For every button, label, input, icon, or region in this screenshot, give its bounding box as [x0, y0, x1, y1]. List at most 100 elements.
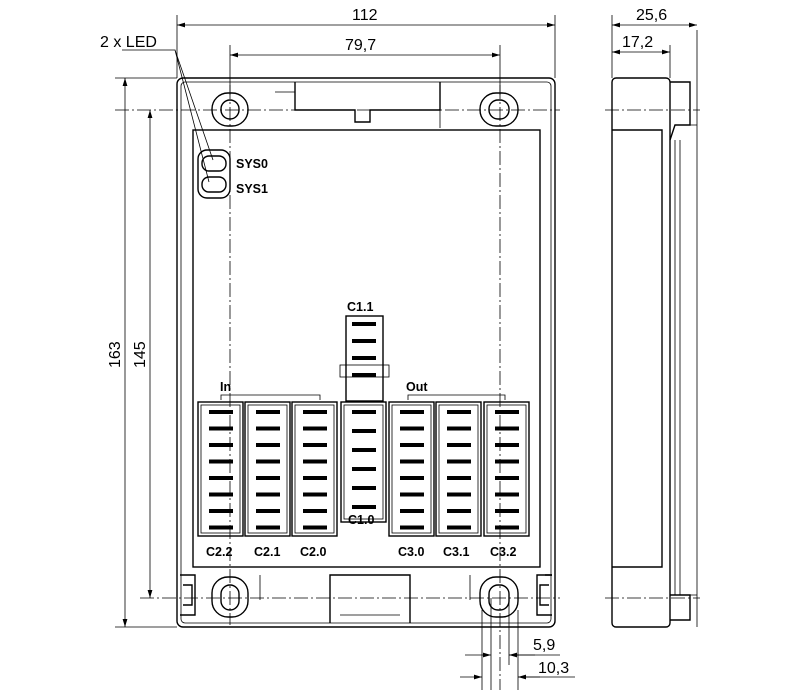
connector-pin-slot [447, 410, 471, 414]
connector-pin-slot [447, 443, 471, 447]
connector-c21-inner [247, 404, 288, 534]
connector-pin-slot [303, 443, 327, 447]
connector-pin-slot [209, 426, 233, 431]
led-callout: 2 x LED [100, 34, 157, 51]
connector-c11 [345, 315, 384, 402]
led-sys0 [201, 155, 227, 172]
dim-slot-width: 10,3 [538, 660, 569, 677]
connector-pin-slot [495, 459, 519, 464]
connector-pin-slot [400, 459, 424, 464]
connector-pin-slot [447, 426, 471, 431]
led-sys0-label: SYS0 [236, 157, 268, 171]
connector-pin-slot [495, 426, 519, 431]
front-view: SYS0 SYS1 2 x LED In Out C1.1 C1.0 C2.2 … [100, 34, 560, 690]
connector-pin-slot [400, 509, 424, 513]
connector-pin-slot [352, 410, 376, 414]
connector-pin-slot [209, 525, 233, 530]
connector-pin-slot [495, 525, 519, 530]
connector-c31 [435, 401, 482, 537]
connector-c30-inner [391, 404, 432, 534]
connector-pin-slot [352, 505, 376, 509]
group-out-label: Out [406, 380, 428, 394]
dim-hole-spacing: 79,7 [345, 37, 376, 54]
connector-pin-slot [209, 459, 233, 464]
connector-c22 [197, 401, 244, 537]
connector-pin-slot [256, 509, 280, 513]
connector-pin-slot [209, 410, 233, 414]
connector-pin-slot [352, 467, 376, 471]
mounting-hole-bottom-right [479, 574, 552, 618]
connector-pin-slot [495, 492, 519, 497]
connector-c20-inner [294, 404, 335, 534]
dim-hole-diameter: 5,9 [533, 637, 555, 654]
dim-width-total: 112 [352, 7, 378, 24]
dim-depth-total: 25,6 [636, 7, 667, 24]
connector-label-c31: C3.1 [443, 545, 469, 559]
connector-pin-slot [352, 429, 376, 433]
connector-pin-slot [495, 509, 519, 513]
group-in-label: In [220, 380, 231, 394]
connector-pin-slot [303, 476, 327, 480]
connector-pin-slot [447, 476, 471, 480]
connector-c32 [483, 401, 530, 537]
connector-pin-slot [256, 443, 280, 447]
connector-pin-slot [303, 426, 327, 431]
led-indicators: SYS0 SYS1 2 x LED [100, 34, 268, 199]
connector-pin-slot [352, 356, 376, 360]
connector-c31-inner [438, 404, 479, 534]
mounting-hole-bottom-left [180, 574, 552, 618]
dim-height-total: 163 [107, 341, 124, 368]
side-view [605, 30, 700, 628]
connector-pin-slot [352, 448, 376, 452]
dim-depth-front: 17,2 [622, 34, 653, 51]
connector-pin-slot [400, 410, 424, 414]
connector-pin-slot [352, 373, 376, 377]
connector-pin-slot [400, 426, 424, 431]
connector-label-c21: C2.1 [254, 545, 280, 559]
connector-pin-slot [447, 509, 471, 513]
connector-pin-slot [303, 492, 327, 497]
connector-c10 [340, 401, 387, 523]
connector-pin-slot [447, 492, 471, 497]
connector-pin-slot [209, 443, 233, 447]
connector-pin-slot [400, 476, 424, 480]
connector-pin-slot [447, 459, 471, 464]
led-sys1-label: SYS1 [236, 182, 268, 196]
connector-label-c11: C1.1 [347, 300, 373, 314]
dimension-lines: 112 79,7 163 145 25,6 17,2 5,9 10,3 [107, 7, 697, 690]
connector-label-c32: C3.2 [490, 545, 516, 559]
connector-pin-slot [495, 476, 519, 480]
connector-pin-slot [303, 410, 327, 414]
connector-c10-inner [343, 404, 384, 520]
connector-pin-slot [400, 525, 424, 530]
connector-pin-slot [209, 492, 233, 497]
connector-c21 [244, 401, 291, 537]
connector-pin-slot [256, 476, 280, 480]
connector-blocks [197, 315, 530, 537]
connector-pin-slot [400, 492, 424, 497]
connector-c20 [291, 401, 338, 537]
connector-pin-slot [209, 509, 233, 513]
connector-pin-slot [352, 339, 376, 343]
connector-pin-slot [352, 322, 376, 326]
connector-pin-slot [303, 509, 327, 513]
led-sys1 [201, 176, 227, 193]
connector-pin-slot [209, 476, 233, 480]
connector-pin-slot [256, 525, 280, 530]
dim-hole-height: 145 [132, 341, 149, 368]
connector-pin-slot [303, 525, 327, 530]
connector-pin-slot [352, 486, 376, 490]
connector-pin-slot [256, 410, 280, 414]
connector-pin-slot [447, 525, 471, 530]
connector-pin-slot [256, 459, 280, 464]
connector-pin-slot [303, 459, 327, 464]
connector-label-c30: C3.0 [398, 545, 424, 559]
connector-pin-slot [256, 492, 280, 497]
connector-label-c20: C2.0 [300, 545, 326, 559]
mounting-hole-top-right [479, 92, 519, 127]
connector-pin-slot [400, 443, 424, 447]
connector-pin-slot [256, 426, 280, 431]
connector-pin-slot [495, 410, 519, 414]
connector-c32-inner [486, 404, 527, 534]
